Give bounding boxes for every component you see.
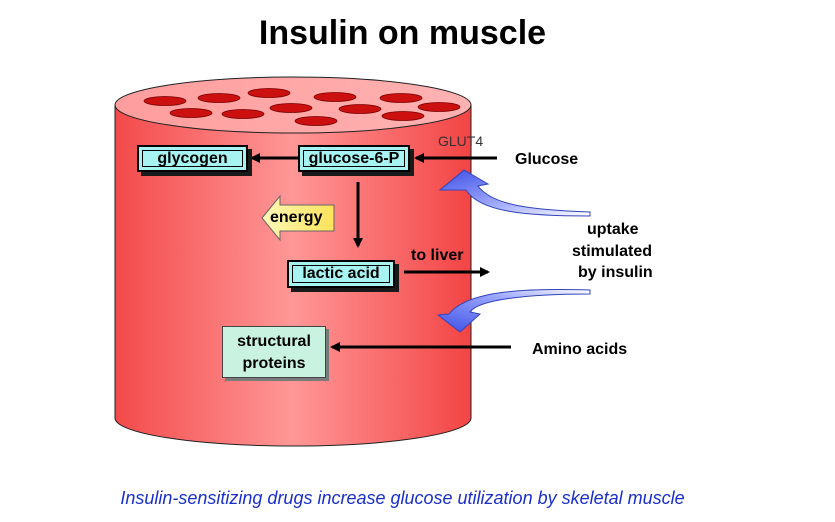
glucose6p-box: glucose-6-P	[298, 145, 410, 172]
slide-caption: Insulin-sensitizing drugs increase gluco…	[120, 488, 685, 508]
insulin-arrow-upper	[438, 169, 591, 217]
proteins-label: proteins	[242, 355, 306, 372]
glut4-label: GLUT4	[438, 133, 484, 149]
insulin-arrow-lower	[436, 288, 591, 333]
energy-label: energy	[270, 209, 323, 226]
slide-title: Insulin on muscle	[258, 14, 547, 52]
amino-acids-label: Amino acids	[532, 341, 628, 358]
uptake-line2: stimulated	[572, 243, 653, 260]
lactic-acid-label: lactic acid	[302, 265, 380, 282]
uptake-line1: uptake	[587, 221, 639, 238]
glycogen-label: glycogen	[157, 149, 228, 167]
uptake-line3: by insulin	[578, 264, 653, 281]
glycogen-box: glycogen	[137, 145, 248, 172]
glucose6p-label: glucose-6-P	[308, 149, 400, 167]
to-liver-label: to liver	[411, 247, 464, 264]
glucose-label: Glucose	[515, 151, 579, 168]
structural-proteins-box: structural proteins	[222, 326, 326, 378]
energy-arrow-shape	[261, 194, 335, 242]
structural-label: structural	[237, 333, 311, 350]
lactic-acid-box: lactic acid	[287, 260, 395, 288]
muscle-fibers	[143, 88, 461, 126]
pathway-arrows	[250, 153, 511, 352]
